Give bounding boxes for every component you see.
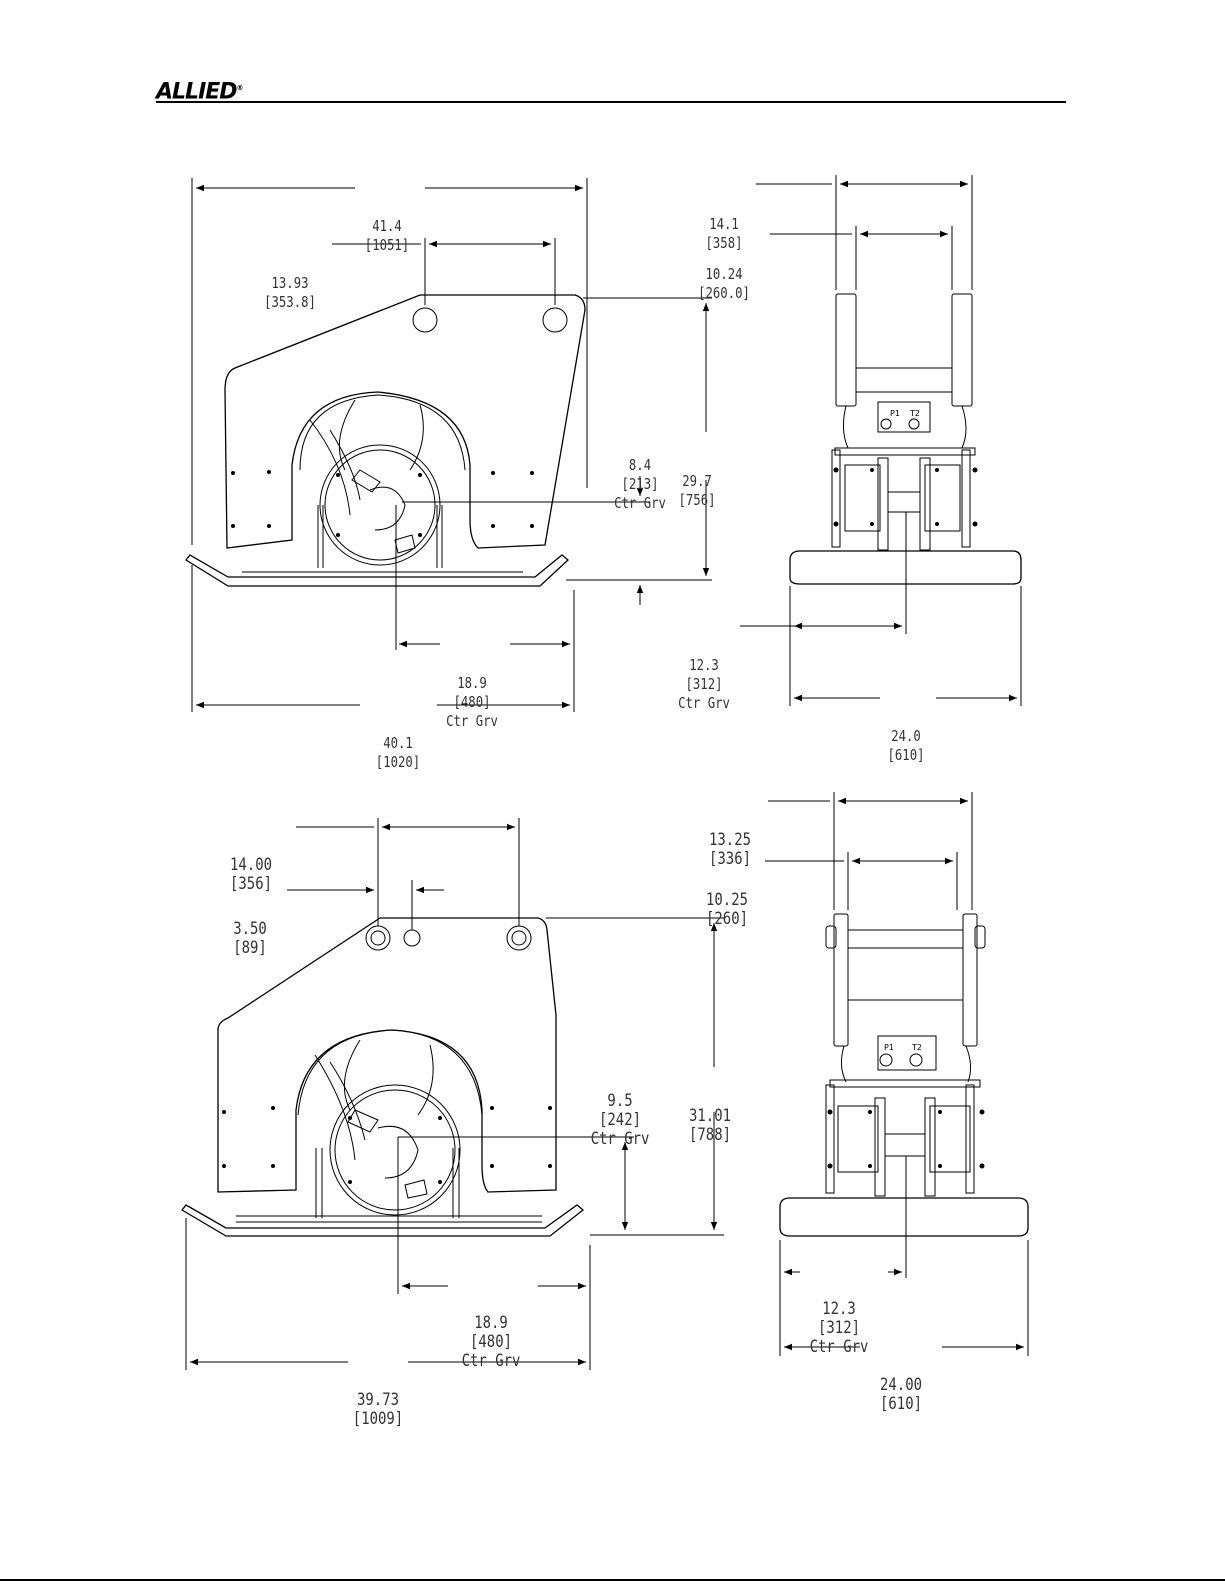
header-rule — [156, 101, 1066, 103]
dim-offset: 3.50[89] — [233, 919, 267, 958]
dim-front-outer-width: 14.1[358] — [705, 215, 743, 252]
dim-height-2: 31.01[788] — [689, 1106, 731, 1145]
dim-front-cog-2: 12.3[312]Ctr Grv — [809, 1299, 869, 1357]
dim-overall-width-2: 39.73[1009] — [352, 1390, 404, 1429]
top-side-view — [186, 295, 585, 586]
bottom-front-view: P1 T2 — [780, 914, 1028, 1236]
bottom-side-view — [182, 918, 583, 1236]
top-front-view: P1 T2 — [790, 294, 1021, 584]
top-front-dimensions — [740, 175, 1021, 706]
dim-cog-horizontal: 18.9[480]Ctr Grv — [446, 674, 498, 730]
footer-rule — [0, 1579, 1225, 1581]
dim-cog-horizontal-2: 18.9[480]Ctr Grv — [461, 1313, 521, 1371]
bottom-side-dimensions — [186, 818, 724, 1370]
dim-front-base-width-2: 24.00[610] — [880, 1375, 922, 1414]
dim-pin-spacing: 13.93[353.8] — [264, 274, 316, 311]
dim-cog-height-2: 9.5[242]Ctr Grv — [590, 1091, 650, 1149]
dim-overall-width: 41.4[1051] — [364, 217, 410, 254]
svg-text:T2: T2 — [909, 409, 920, 418]
dim-front-outer-width-2: 13.25[336] — [709, 830, 751, 869]
dim-base-width: 40.1[1020] — [375, 734, 421, 771]
svg-text:P1: P1 — [884, 1043, 894, 1052]
bottom-front-dimensions — [765, 792, 1028, 1356]
dim-cog-height: 8.4[213]Ctr Grv — [614, 456, 666, 512]
dim-pin-spacing-2: 14.00[356] — [230, 855, 272, 894]
svg-text:P1: P1 — [890, 409, 900, 418]
dim-front-base-width: 24.0[610] — [887, 727, 925, 764]
svg-text:T2: T2 — [911, 1043, 922, 1052]
allied-logo: ALLIED® — [156, 79, 244, 105]
top-side-dimensions — [192, 178, 712, 712]
dim-front-inner-width-2: 10.25[260] — [706, 890, 748, 929]
dim-height: 29.7[756] — [678, 472, 716, 509]
dim-front-inner-width: 10.24[260.0] — [698, 265, 750, 302]
dim-front-cog: 12.3[312]Ctr Grv — [678, 656, 730, 712]
